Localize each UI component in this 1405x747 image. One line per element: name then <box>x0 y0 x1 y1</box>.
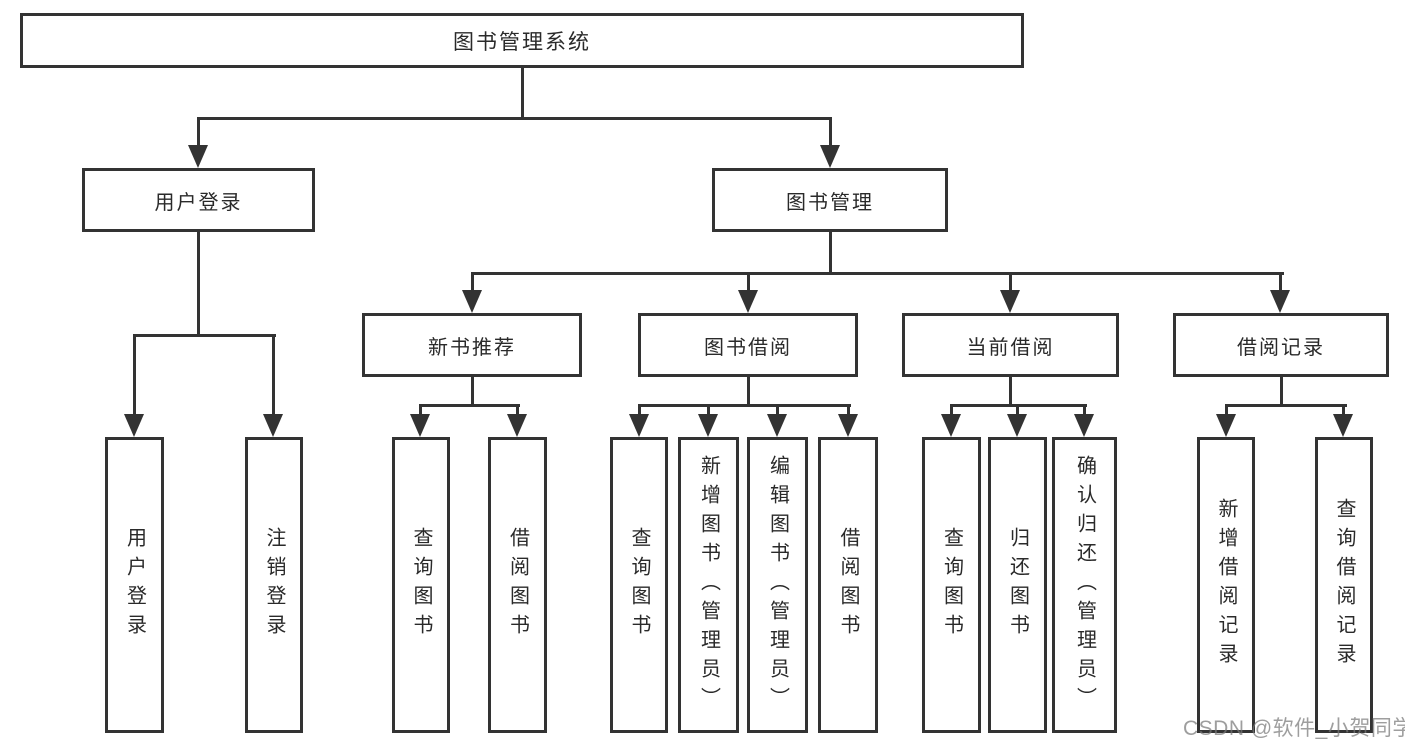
connector-line <box>520 68 524 120</box>
arrowhead-down <box>507 414 527 437</box>
connector-line <box>637 405 641 417</box>
leaf-label: 查询图书 <box>628 527 650 643</box>
connector-line <box>418 403 520 407</box>
connector-line <box>196 116 832 120</box>
connector-line <box>775 405 779 417</box>
leaf-add-borrow-record: 新增借阅记录 <box>1197 437 1255 733</box>
connector-line <box>949 405 953 417</box>
connector-line <box>1278 273 1282 293</box>
leaf-return-books: 归还图书 <box>988 437 1047 733</box>
arrowhead-down <box>124 414 144 437</box>
node-new-book-recommendation: 新书推荐 <box>362 313 582 377</box>
arrowhead-down <box>820 145 840 168</box>
arrowhead-down <box>1270 290 1290 313</box>
leaf-query-borrow-record: 查询借阅记录 <box>1315 437 1373 733</box>
arrowhead-down <box>629 414 649 437</box>
node-borrowing-records: 借阅记录 <box>1173 313 1389 377</box>
connector-line <box>746 377 750 407</box>
node-current-borrowing: 当前借阅 <box>902 313 1119 377</box>
node-label: 新书推荐 <box>428 336 516 359</box>
connector-line <box>418 405 422 417</box>
connector-line <box>637 403 851 407</box>
connector-line <box>470 377 474 407</box>
arrowhead-down <box>410 414 430 437</box>
connector-line <box>746 273 750 293</box>
connector-line <box>271 335 275 420</box>
leaf-label: 查询图书 <box>940 527 963 643</box>
leaf-label: 用户登录 <box>123 527 146 643</box>
arrowhead-down <box>738 290 758 313</box>
leaf-label: 查询借阅记录 <box>1333 498 1355 672</box>
leaf-add-books-admin: 新增图书（管理员） <box>678 437 739 733</box>
connector-line <box>132 333 276 337</box>
leaf-query-books-current: 查询图书 <box>922 437 981 733</box>
connector-line <box>132 335 136 420</box>
arrowhead-down <box>188 145 208 168</box>
connector-line <box>515 405 519 417</box>
connector-line <box>1279 377 1283 407</box>
node-book-borrowing: 图书借阅 <box>638 313 858 377</box>
connector-line <box>196 232 200 337</box>
connector-line <box>828 232 832 275</box>
leaf-label: 新增借阅记录 <box>1215 498 1237 672</box>
connector-line <box>1008 273 1012 293</box>
leaf-query-books-recommend: 查询图书 <box>392 437 450 733</box>
node-label: 图书管理 <box>786 191 874 214</box>
connector-line <box>1082 405 1086 417</box>
node-label: 图书管理系统 <box>453 30 591 54</box>
node-label: 当前借阅 <box>966 336 1055 359</box>
arrowhead-down <box>1000 290 1020 313</box>
connector-line <box>470 271 1284 275</box>
arrowhead-down <box>1074 414 1094 437</box>
connector-line <box>1224 403 1347 407</box>
arrowhead-down <box>941 414 961 437</box>
node-book-management: 图书管理 <box>712 168 948 232</box>
arrowhead-down <box>698 414 718 437</box>
watermark: CSDN @软件_小贺同学 <box>1183 717 1405 740</box>
leaf-label: 查询图书 <box>410 527 432 643</box>
leaf-query-books-borrowing: 查询图书 <box>610 437 668 733</box>
connector-line <box>470 273 474 293</box>
leaf-logout: 注销登录 <box>245 437 303 733</box>
leaf-label: 确认归还（管理员） <box>1073 454 1096 716</box>
node-label: 用户登录 <box>154 191 243 214</box>
arrowhead-down <box>462 290 482 313</box>
arrowhead-down <box>1216 414 1236 437</box>
connector-line <box>1008 377 1012 407</box>
connector-line <box>1015 405 1019 417</box>
leaf-label: 新增图书（管理员） <box>697 454 720 716</box>
leaf-borrow-books-borrowing: 借阅图书 <box>818 437 878 733</box>
arrowhead-down <box>1007 414 1027 437</box>
arrowhead-down <box>767 414 787 437</box>
leaf-confirm-return-admin: 确认归还（管理员） <box>1052 437 1117 733</box>
connector-line <box>846 405 850 417</box>
connector-line <box>706 405 710 417</box>
arrowhead-down <box>263 414 283 437</box>
node-user-login: 用户登录 <box>82 168 315 232</box>
leaf-label: 归还图书 <box>1006 527 1029 643</box>
connector-line <box>1224 405 1228 417</box>
leaf-edit-books-admin: 编辑图书（管理员） <box>747 437 808 733</box>
leaf-label: 编辑图书（管理员） <box>766 454 789 716</box>
connector-line <box>196 118 200 150</box>
leaf-label: 借阅图书 <box>837 527 859 643</box>
node-library-system: 图书管理系统 <box>20 13 1024 68</box>
leaf-borrow-books-recommend: 借阅图书 <box>488 437 547 733</box>
arrowhead-down <box>838 414 858 437</box>
leaf-user-login: 用户登录 <box>105 437 164 733</box>
connector-line <box>828 118 832 150</box>
connector-line <box>1341 405 1345 417</box>
node-label: 图书借阅 <box>704 336 792 359</box>
leaf-label: 借阅图书 <box>506 527 529 643</box>
node-label: 借阅记录 <box>1237 336 1325 359</box>
arrowhead-down <box>1333 414 1353 437</box>
leaf-label: 注销登录 <box>263 527 285 643</box>
